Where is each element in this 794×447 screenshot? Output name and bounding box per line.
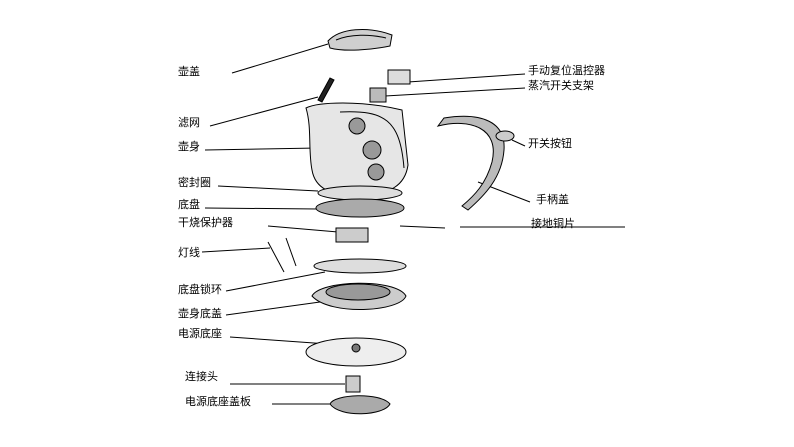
lid-part bbox=[327, 29, 393, 51]
connector-part bbox=[345, 375, 361, 393]
label-steam-switch-bracket: 蒸汽开关支架 bbox=[528, 79, 594, 92]
lamp-wire-2 bbox=[285, 237, 297, 267]
label-switch-button: 开关按钮 bbox=[528, 137, 572, 150]
steam-bracket-part bbox=[369, 87, 387, 103]
label-connector: 连接头 bbox=[185, 370, 218, 383]
leader-steam-bracket bbox=[384, 87, 526, 97]
handle-part bbox=[436, 115, 505, 211]
dry-protector-part bbox=[335, 227, 369, 243]
window-2 bbox=[362, 140, 382, 160]
window-1 bbox=[348, 117, 366, 135]
leader-dry-protector bbox=[267, 225, 339, 233]
leader-filter bbox=[209, 96, 319, 127]
label-lamp-wire: 灯线 bbox=[178, 246, 200, 259]
label-manual-reset-thermostat: 手动复位温控器 bbox=[528, 64, 605, 77]
leader-base-lock bbox=[225, 271, 326, 292]
leader-seal bbox=[217, 185, 319, 192]
leader-body-bottom bbox=[225, 301, 321, 316]
window-3 bbox=[367, 163, 385, 181]
label-dry-protector: 干烧保护器 bbox=[178, 216, 233, 229]
label-filter: 滤网 bbox=[178, 116, 200, 129]
label-seal: 密封圈 bbox=[178, 176, 211, 189]
leader-body bbox=[204, 147, 319, 151]
label-base-lock-ring: 底盘锁环 bbox=[178, 283, 222, 296]
filter-part bbox=[317, 77, 335, 103]
leader-lid bbox=[231, 43, 329, 74]
leader-lamp-wire bbox=[201, 247, 271, 253]
leader-switch-button bbox=[511, 139, 526, 147]
leader-base-plate bbox=[204, 207, 319, 210]
lamp-wire-1 bbox=[267, 241, 285, 273]
power-base-cover-part bbox=[329, 395, 391, 415]
label-body-bottom-cover: 壶身底盖 bbox=[178, 307, 222, 320]
seal-part bbox=[317, 185, 403, 201]
label-body: 壶身 bbox=[178, 140, 200, 153]
ground-copper-part bbox=[399, 225, 446, 229]
base-plate-part bbox=[315, 198, 405, 218]
label-power-base: 电源底座 bbox=[178, 327, 222, 340]
label-handle-cover: 手柄盖 bbox=[536, 193, 569, 206]
label-power-base-cover: 电源底座盖板 bbox=[185, 395, 251, 408]
leader-power-base bbox=[229, 336, 329, 345]
label-lid: 壶盖 bbox=[178, 65, 200, 78]
thermostat-part bbox=[387, 69, 411, 85]
kettle-body-part bbox=[305, 102, 409, 197]
label-base-plate: 底盘 bbox=[178, 198, 200, 211]
switch-button-part bbox=[495, 130, 515, 142]
label-ground-copper: 接地铜片 bbox=[531, 217, 575, 230]
leader-thermostat bbox=[407, 73, 526, 83]
base-lock-ring-part bbox=[313, 258, 407, 274]
